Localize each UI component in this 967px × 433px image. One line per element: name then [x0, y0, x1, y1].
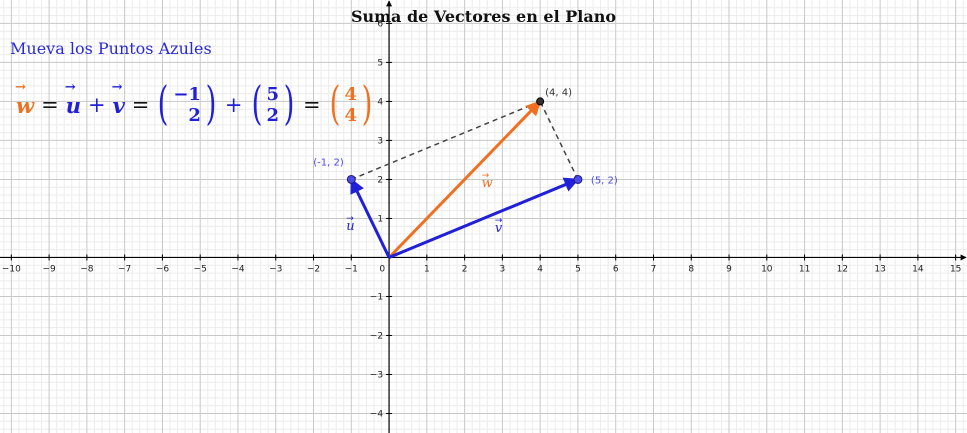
x-tick-label: 8: [688, 264, 694, 274]
vector-w-arrow: [387, 100, 542, 259]
y-tick-label: 6: [377, 19, 383, 29]
draggable-point-u[interactable]: [346, 174, 356, 184]
w-symbol: w: [14, 80, 36, 118]
x-tick-label: 2: [462, 264, 468, 274]
x-tick-label: −6: [156, 264, 170, 274]
x-tick-label: −4: [231, 264, 245, 274]
x-tick-label: 0: [379, 264, 385, 274]
y-tick-label: −3: [370, 370, 383, 380]
point-w-coordinates: (4, 4): [545, 87, 572, 98]
x-tick-label: −1: [345, 264, 358, 274]
u-y-component: 2: [188, 105, 201, 126]
v-x-component: 5: [266, 84, 279, 105]
left-paren-icon: (: [157, 76, 169, 130]
x-tick-label: 10: [761, 264, 773, 274]
vector-v-label-arrow-icon: →: [495, 216, 503, 226]
v-y-component: 2: [266, 105, 279, 126]
plus-sign: +: [224, 93, 243, 117]
u-x-component: −1: [173, 84, 201, 105]
w-y-component: 4: [344, 105, 358, 126]
equals-sign: =: [41, 93, 59, 117]
left-paren-icon: (: [251, 76, 262, 130]
x-tick-label: −10: [2, 264, 21, 274]
vector-v-arrow: [388, 177, 580, 259]
vector-u-arrow: [349, 178, 391, 259]
point-u-coordinates: (-1, 2): [313, 157, 344, 168]
x-tick-label: 4: [537, 264, 543, 274]
x-tick-label: −5: [194, 264, 207, 274]
dashed-side-v-to-w: [539, 101, 579, 180]
draggable-point-v[interactable]: [573, 174, 583, 184]
x-tick-label: 12: [837, 264, 848, 274]
y-tick-label: 4: [377, 97, 383, 107]
x-tick-label: 5: [575, 264, 581, 274]
vector-u-label-arrow-icon: →: [346, 214, 354, 224]
equals-sign: =: [302, 93, 321, 117]
right-paren-icon: ): [283, 76, 295, 130]
y-tick-label: −1: [370, 292, 383, 302]
dashed-side-u-to-w: [351, 100, 541, 181]
x-tick-label: 1: [424, 264, 430, 274]
plus-sign: +: [87, 93, 106, 117]
w-column-vector: ( 4 4 ): [326, 76, 376, 130]
u-column-vector: ( −1 2 ): [154, 76, 220, 130]
vector-v-label: v: [495, 221, 503, 236]
x-tick-label: −7: [118, 264, 131, 274]
w-x-component: 4: [344, 84, 358, 105]
page-title: Suma de Vectores en el Plano: [350, 7, 617, 26]
left-paren-icon: (: [329, 76, 340, 130]
instruction-text: Mueva los Puntos Azules: [10, 39, 212, 58]
x-tick-label: −9: [42, 264, 56, 274]
v-column-vector: ( 5 2 ): [248, 76, 298, 130]
u-symbol: u: [64, 80, 83, 118]
x-tick-label: 9: [726, 264, 732, 274]
vector-u-label: u: [346, 219, 354, 234]
equals-sign: =: [131, 93, 150, 117]
x-tick-label: −2: [307, 264, 320, 274]
y-tick-label: 5: [377, 58, 383, 68]
y-tick-label: 1: [377, 214, 383, 224]
y-tick-label: −4: [370, 409, 384, 419]
x-tick-label: 13: [874, 264, 885, 274]
y-tick-label: 2: [377, 175, 383, 185]
x-tick-label: −3: [269, 264, 282, 274]
right-paren-icon: ): [361, 76, 373, 130]
x-tick-label: −8: [80, 264, 94, 274]
vector-w-label-arrow-icon: →: [482, 171, 490, 181]
y-tick-label: −2: [370, 331, 383, 341]
point-v-coordinates: (5, 2): [591, 175, 618, 186]
v-symbol: v: [111, 80, 127, 118]
x-tick-label: 11: [799, 264, 810, 274]
right-paren-icon: ): [205, 76, 217, 130]
vector-sum-formula: w = u + v = ( −1 2 ) + ( 5 2 ) = ( 4: [14, 76, 376, 130]
x-tick-label: 15: [950, 264, 961, 274]
x-tick-label: 6: [613, 264, 619, 274]
x-tick-label: 14: [912, 264, 924, 274]
sum-point-w: [536, 97, 545, 106]
x-tick-label: 3: [500, 264, 506, 274]
y-tick-label: 3: [377, 136, 383, 146]
vector-w-label: w: [482, 176, 493, 191]
x-tick-label: 7: [651, 264, 657, 274]
